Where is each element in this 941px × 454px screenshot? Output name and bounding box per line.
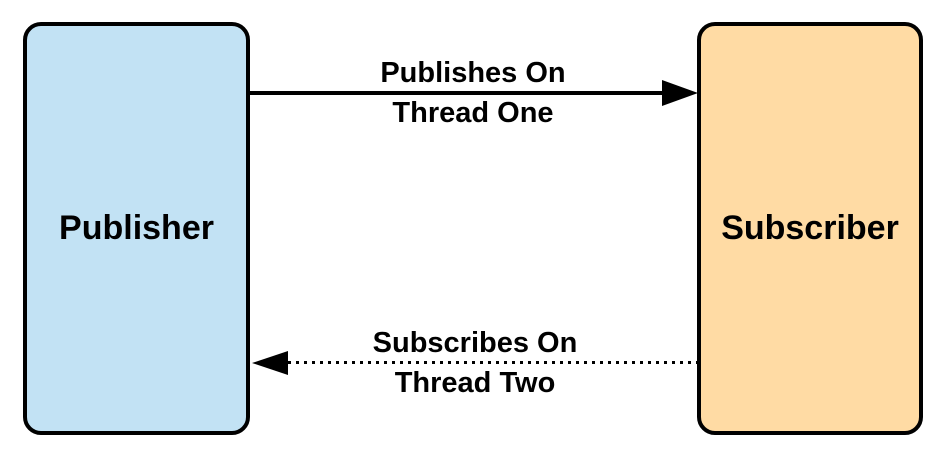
subscriber-node-label: Subscriber [721,209,899,247]
subscriber-node: Subscriber [697,22,923,435]
subscribes-edge-line [288,361,698,364]
publishes-edge-line [250,91,664,95]
publisher-node: Publisher [23,22,250,435]
subscribes-edge-label-line1: Subscribes On [372,327,578,359]
publishes-edge-label-line2: Thread One [392,97,554,129]
publishes-edge-label-line1: Publishes On [380,57,566,89]
arrowhead-right-icon [662,80,698,106]
publisher-node-label: Publisher [59,209,214,247]
subscribes-edge-label-line2: Thread Two [394,367,556,399]
arrowhead-left-icon [252,351,288,375]
